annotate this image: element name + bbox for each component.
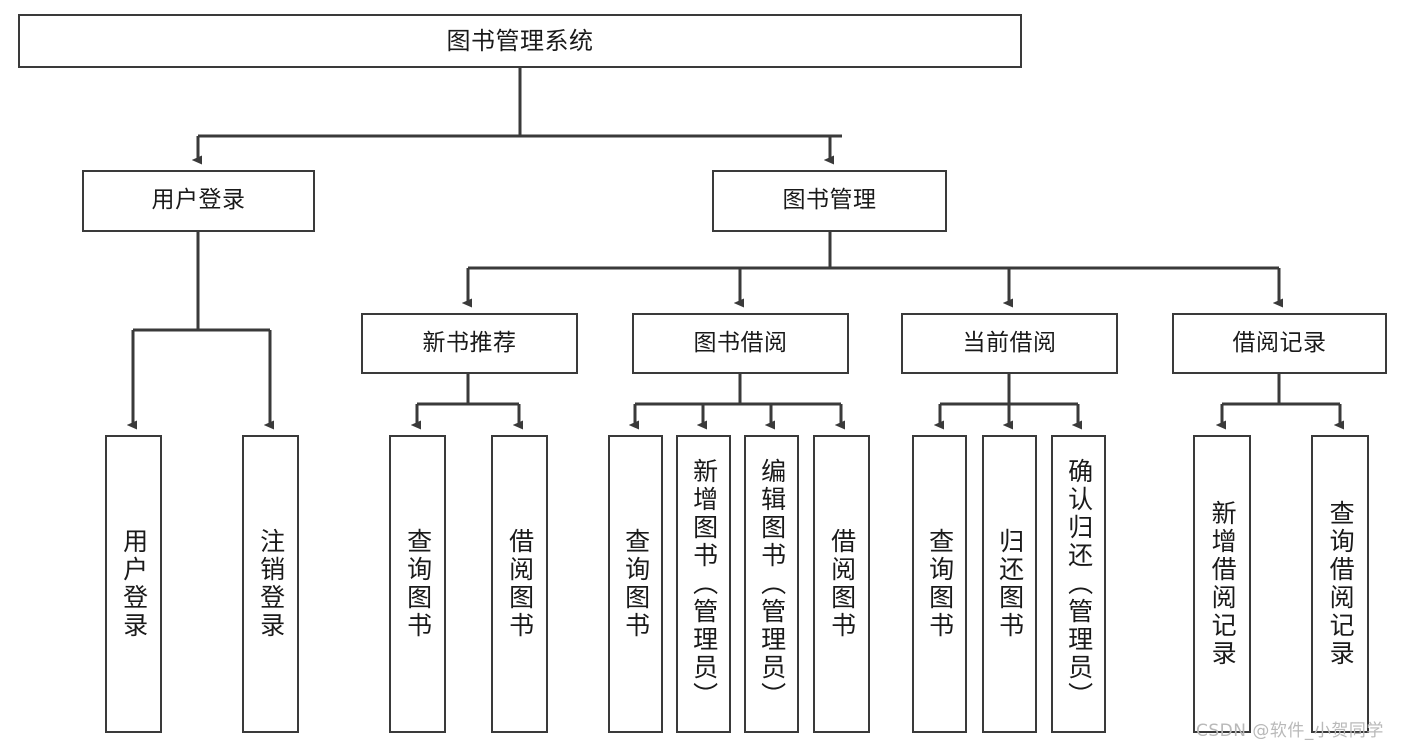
node-borrow-record[interactable]: 借阅记录 [1172,313,1387,374]
leaf-borrow-book-recommend[interactable]: 借阅图书 [491,435,548,733]
node-label: 当前借阅 [962,329,1057,356]
leaf-add-book-admin[interactable]: 新增图书（管理员） [676,435,731,733]
node-new-book-recommend[interactable]: 新书推荐 [361,313,578,374]
node-label: 查询图书 [621,528,651,640]
leaf-query-book-borrow[interactable]: 查询图书 [608,435,663,733]
leaf-return-book[interactable]: 归还图书 [982,435,1037,733]
node-label: 查询图书 [925,528,955,640]
node-label: 查询借阅记录 [1326,500,1356,668]
node-label: 新书推荐 [422,329,517,356]
leaf-query-book-current[interactable]: 查询图书 [912,435,967,733]
leaf-edit-book-admin[interactable]: 编辑图书（管理员） [744,435,799,733]
node-book-borrow[interactable]: 图书借阅 [632,313,849,374]
leaf-query-book-recommend[interactable]: 查询图书 [389,435,446,733]
node-label: 借阅图书 [505,528,535,640]
node-label: 编辑图书（管理员） [757,458,787,710]
leaf-add-borrow-record[interactable]: 新增借阅记录 [1193,435,1251,733]
leaf-query-borrow-record[interactable]: 查询借阅记录 [1311,435,1369,733]
node-label: 图书管理 [782,187,877,214]
leaf-confirm-return-admin[interactable]: 确认归还（管理员） [1051,435,1106,733]
node-user-login[interactable]: 用户登录 [82,170,315,232]
node-label: 归还图书 [995,528,1025,640]
node-label: 注销登录 [256,528,286,640]
leaf-logout-login[interactable]: 注销登录 [242,435,299,733]
node-label: 查询图书 [403,528,433,640]
node-book-management-system[interactable]: 图书管理系统 [18,14,1022,68]
node-book-management[interactable]: 图书管理 [712,170,947,232]
node-label: 用户登录 [151,187,246,214]
node-label: 新增图书（管理员） [689,458,719,710]
node-label: 图书借阅 [693,329,788,356]
node-label: 借阅图书 [827,528,857,640]
node-current-borrow[interactable]: 当前借阅 [901,313,1118,374]
leaf-user-login[interactable]: 用户登录 [105,435,162,733]
node-label: 图书管理系统 [446,26,594,55]
node-label: 用户登录 [119,528,149,640]
node-label: 借阅记录 [1232,329,1327,356]
node-label: 新增借阅记录 [1208,500,1238,668]
leaf-borrow-book-borrow[interactable]: 借阅图书 [813,435,870,733]
node-label: 确认归还（管理员） [1064,458,1094,710]
